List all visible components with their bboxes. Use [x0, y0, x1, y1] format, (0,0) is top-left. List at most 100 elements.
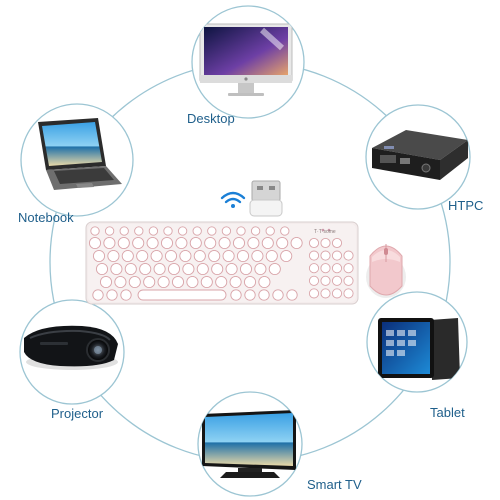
keyboard-key	[343, 275, 354, 286]
keyboard-key	[103, 236, 116, 250]
keyboard-key	[177, 226, 188, 236]
smart-tv-node	[197, 391, 303, 497]
keyboard-key	[215, 275, 228, 289]
keyboard-icon	[85, 221, 359, 305]
keyboard-key	[124, 262, 137, 276]
projector-node	[19, 299, 125, 405]
keyboard-key	[229, 275, 242, 289]
keyboard-key	[222, 249, 235, 263]
keyboard-key	[236, 226, 246, 236]
desktop-monitor-icon	[199, 23, 293, 96]
label-tablet: Tablet	[430, 405, 465, 420]
keyboard-key	[280, 226, 290, 236]
keyboard-key	[221, 226, 232, 236]
keyboard-key	[163, 226, 173, 236]
keyboard-key	[243, 275, 257, 289]
keyboard-key	[104, 226, 115, 236]
notebook-laptop-icon	[38, 118, 122, 190]
keyboard-key	[182, 262, 195, 276]
label-htpc: HTPC	[448, 198, 484, 213]
keyboard-key	[268, 262, 281, 276]
keyboard-key	[320, 237, 331, 249]
keyboard-key	[258, 275, 271, 289]
keyboard-key	[114, 275, 127, 289]
keyboard-key	[230, 289, 242, 301]
keyboard-key	[179, 249, 192, 263]
tablet-icon	[378, 318, 460, 380]
desktop-node	[191, 5, 305, 119]
keyboard-key	[136, 249, 149, 263]
keyboard-key	[192, 226, 202, 236]
keyboard-key	[110, 262, 123, 276]
keyboard-key	[250, 226, 261, 236]
keyboard-key	[160, 236, 174, 250]
notebook-node	[20, 103, 134, 217]
smart-tv-icon	[202, 410, 296, 478]
keyboard-key	[90, 226, 100, 236]
keyboard-key	[225, 262, 238, 276]
keyboard-key	[128, 275, 141, 289]
keyboard-key	[308, 263, 320, 274]
keyboard-key	[258, 289, 270, 301]
keyboard-key	[186, 275, 199, 289]
keyboard-key	[261, 236, 274, 250]
keyboard-key	[175, 236, 188, 250]
keyboard-key	[211, 262, 224, 276]
keyboard-key	[320, 275, 331, 286]
keyboard-key	[265, 226, 275, 236]
keyboard-key	[107, 249, 120, 263]
keyboard-key	[148, 226, 159, 236]
keyboard-key	[331, 288, 343, 299]
keyboard-key	[286, 289, 298, 301]
keyboard-key	[193, 249, 206, 263]
label-notebook: Notebook	[18, 210, 74, 225]
keyboard-key	[208, 249, 221, 263]
keyboard-key	[251, 249, 264, 263]
keyboard-key	[290, 236, 303, 250]
keyboard-brand: T·T·some	[314, 229, 336, 235]
keyboard-key	[153, 262, 166, 276]
keyboard-key	[146, 236, 159, 250]
label-projector: Projector	[51, 406, 104, 421]
keyboard-key	[254, 262, 267, 276]
keyboard-key	[308, 250, 320, 261]
keyboard-key	[92, 249, 106, 263]
keyboard-key	[308, 288, 320, 299]
keyboard-key	[320, 250, 331, 261]
keyboard-key	[280, 249, 293, 263]
projector-icon	[24, 325, 118, 370]
keyboard-key	[343, 263, 354, 274]
htpc-box-icon	[372, 130, 468, 180]
keyboard-key	[276, 236, 289, 250]
keyboard-key	[121, 249, 134, 263]
keyboard-key	[157, 275, 170, 289]
mouse-icon	[366, 244, 406, 298]
keyboard-key	[120, 289, 132, 301]
keyboard-key	[189, 236, 202, 250]
keyboard-key	[204, 236, 217, 250]
keyboard-key	[331, 263, 343, 274]
keyboard-key	[331, 250, 343, 261]
keyboard-key	[308, 275, 320, 286]
tablet-node	[366, 291, 468, 393]
keyboard-key	[218, 236, 231, 250]
keyboard-key	[239, 262, 253, 276]
htpc-node	[365, 104, 471, 210]
keyboard-key	[95, 262, 109, 276]
keyboard-key	[331, 275, 343, 286]
keyboard-key	[331, 237, 343, 249]
keyboard-key	[247, 236, 260, 250]
keyboard-key	[265, 249, 278, 263]
usb-receiver-icon	[249, 180, 283, 217]
keyboard-key	[119, 226, 129, 236]
keyboard-key	[143, 275, 156, 289]
wifi-icon	[220, 191, 246, 208]
keyboard-key	[167, 262, 181, 276]
keyboard-key	[272, 289, 284, 301]
keyboard-key	[164, 249, 178, 263]
keyboard-key	[236, 249, 250, 263]
keyboard-key	[106, 289, 118, 301]
keyboard-key	[150, 249, 163, 263]
